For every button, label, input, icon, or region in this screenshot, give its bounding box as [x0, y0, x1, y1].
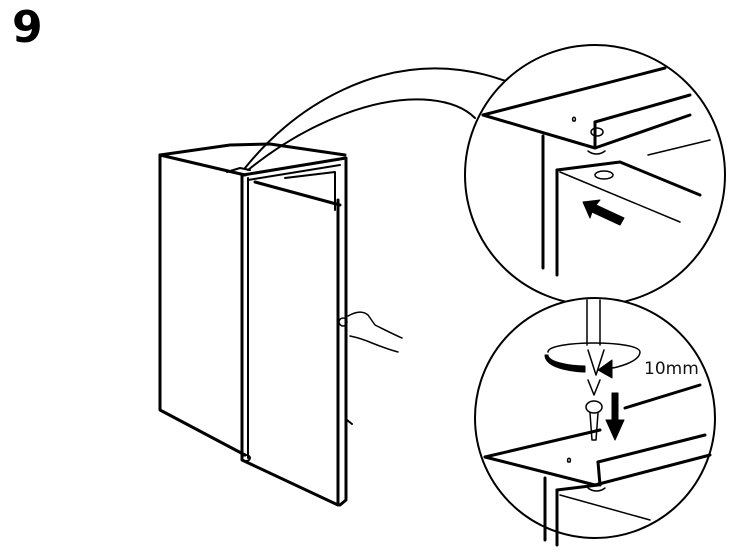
cabinet [158, 142, 347, 457]
push-arrow-icon [582, 199, 625, 226]
rotate-arrow-icon [547, 342, 641, 369]
step-number: 9 [12, 2, 43, 53]
hand-icon [338, 311, 403, 353]
detail-circle-bottom [474, 297, 716, 547]
door [240, 156, 353, 507]
down-arrow-icon [605, 392, 625, 441]
callout-outline [244, 67, 511, 169]
detail-circle-top [464, 44, 726, 306]
dimension-label: 10mm [644, 359, 699, 379]
callout-outline-inner [247, 98, 476, 171]
